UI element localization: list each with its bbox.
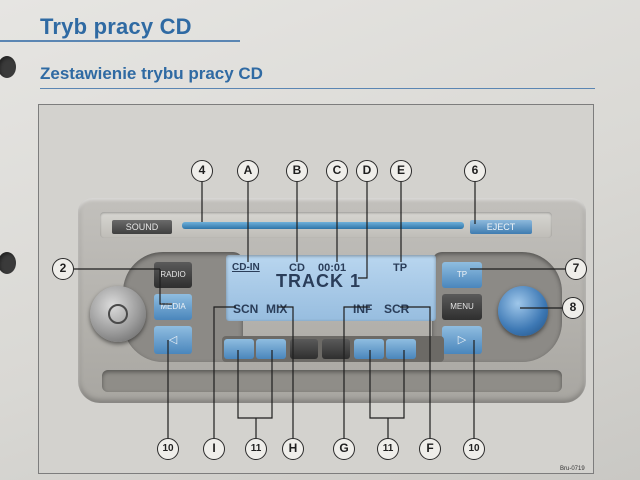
display-track: TRACK 1 [276,271,362,291]
eject-button[interactable]: EJECT [470,220,532,234]
callout-E: E [390,160,412,182]
page-title: Tryb pracy CD [40,14,192,39]
callout-I: I [203,438,225,460]
softkey-2[interactable] [256,339,286,359]
subtitle-rule [40,88,595,89]
callout-G: G [333,438,355,460]
power-icon [108,304,128,324]
callout-4: 4 [191,160,213,182]
display-time: 00:01 [318,262,347,274]
softkey-6[interactable] [386,339,416,359]
seek-back-button[interactable]: ◁ [154,326,192,354]
callout-6: 6 [464,160,486,182]
lcd-display [226,255,436,321]
display-mix: MIX [266,302,288,316]
softkey-4[interactable] [322,339,350,359]
tp-button[interactable]: TP [442,262,482,288]
softkey-5[interactable] [354,339,384,359]
tuning-knob[interactable] [498,286,548,336]
section-subtitle: Zestawienie trybu pracy CD [40,64,263,83]
display-inf: INF [353,302,373,316]
menu-button[interactable]: MENU [442,294,482,320]
callout-F: F [419,438,441,460]
bottom-slot [102,370,562,392]
cd-slot [182,222,464,229]
sound-button[interactable]: SOUND [112,220,172,234]
display-tp: TP [393,262,408,274]
punch-hole-middle [0,252,16,274]
softkey-3[interactable] [290,339,318,359]
figure-code: Bru-0719 [560,466,585,472]
callout-2: 2 [52,258,74,280]
callout-7: 7 [565,258,587,280]
callout-11-left: 11 [245,438,267,460]
display-scr: SCR [384,302,410,316]
callout-D: D [356,160,378,182]
display-cd-in: CD-IN [232,262,260,273]
seek-forward-button[interactable]: ▷ [442,326,482,354]
display-scn: SCN [233,302,259,316]
callout-8: 8 [562,297,584,319]
callout-C: C [326,160,348,182]
title-rule [0,40,240,42]
punch-hole-top [0,56,16,78]
callout-11-right: 11 [377,438,399,460]
callout-10-right: 10 [463,438,485,460]
callout-H: H [282,438,304,460]
callout-10-left: 10 [157,438,179,460]
softkey-1[interactable] [224,339,254,359]
callout-A: A [237,160,259,182]
callout-B: B [286,160,308,182]
display-cd: CD [289,262,305,274]
